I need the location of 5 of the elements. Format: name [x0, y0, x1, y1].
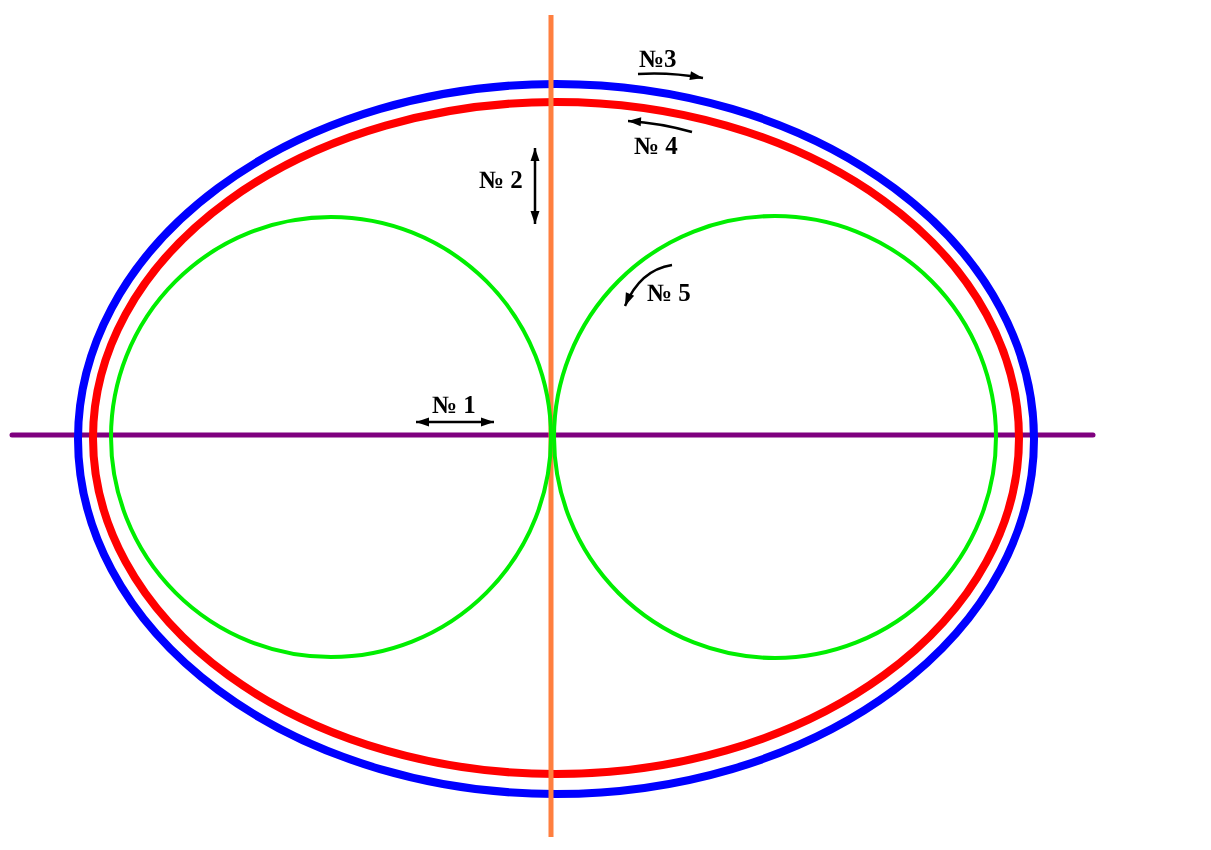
track-label: № 5	[647, 280, 691, 305]
track-label: №3	[639, 46, 677, 71]
track-label: № 4	[634, 133, 678, 158]
track-label: № 1	[432, 392, 476, 417]
track-label: № 2	[479, 167, 523, 192]
